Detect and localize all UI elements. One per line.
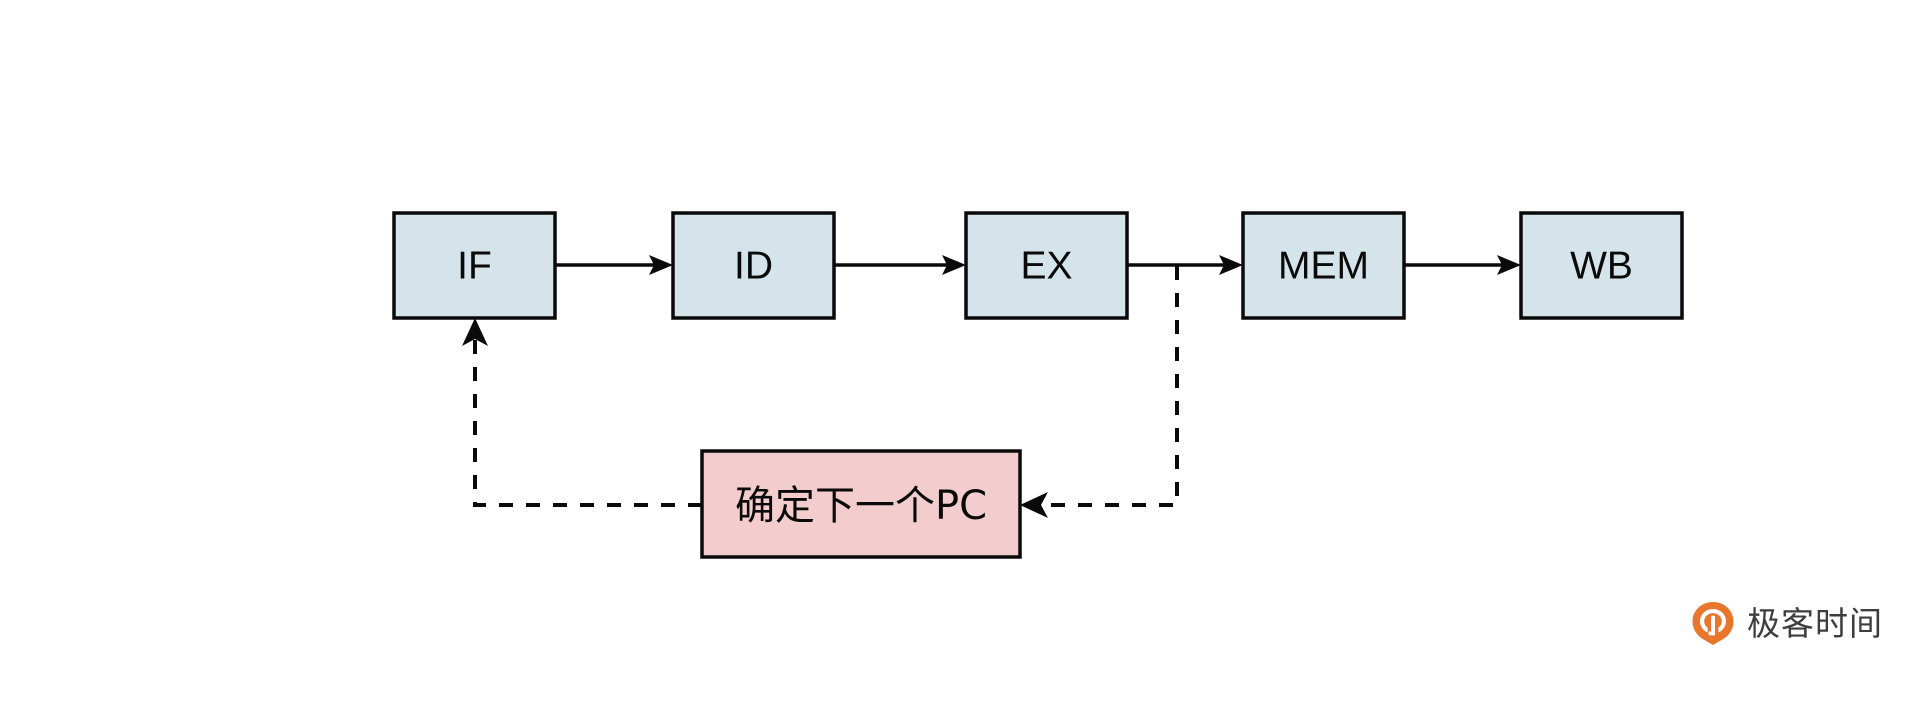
stage-label-mem: MEM — [1278, 245, 1369, 288]
stage-node-mem[interactable]: MEM — [1241, 211, 1406, 320]
stage-node-ex[interactable]: EX — [964, 211, 1129, 320]
connector-ex-to-mem — [1126, 255, 1243, 275]
connector-next-pc-to-if — [462, 318, 702, 507]
stage-label-id: ID — [734, 245, 773, 288]
decision-label-next-pc: 确定下一个PC — [735, 483, 987, 529]
brand-watermark: 极客时间 — [1690, 600, 1883, 646]
brand-name: 极客时间 — [1747, 603, 1883, 643]
stage-label-if: IF — [457, 245, 492, 288]
stage-node-wb[interactable]: WB — [1519, 211, 1684, 320]
stage-node-if[interactable]: IF — [392, 211, 557, 320]
stage-label-ex: EX — [1020, 245, 1072, 288]
connector-if-to-id — [555, 255, 673, 275]
connector-mem-to-wb — [1403, 255, 1521, 275]
decision-node-next-pc[interactable]: 确定下一个PC — [700, 449, 1022, 559]
geektime-logo-icon — [1690, 600, 1736, 646]
stage-label-wb: WB — [1570, 245, 1633, 288]
connector-ex-to-next-pc — [1020, 266, 1179, 518]
stage-node-id[interactable]: ID — [671, 211, 836, 320]
connector-id-to-ex — [834, 255, 966, 275]
